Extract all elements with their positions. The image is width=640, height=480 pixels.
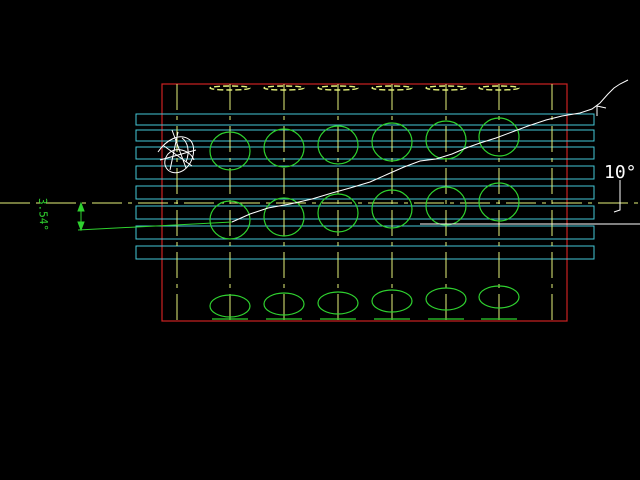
arrow-head-down	[77, 221, 85, 232]
circle-middle-3	[317, 193, 359, 233]
bar-7	[135, 225, 595, 240]
bracket-top	[596, 105, 607, 116]
top-ellipse-5	[425, 85, 467, 91]
circle-upper-5	[425, 120, 467, 160]
scribble-path-3	[181, 137, 189, 163]
ellipse-bottom-3	[317, 291, 359, 315]
scribble-path-2	[159, 129, 197, 171]
circle-upper-1	[209, 131, 251, 171]
top-ellipse-6	[478, 85, 520, 91]
angle-dimension-right	[596, 105, 621, 213]
bar-2	[135, 129, 595, 142]
bar-5	[135, 185, 595, 200]
dimension-extension-line	[77, 221, 233, 231]
circle-middle-1	[209, 200, 251, 240]
bar-4	[135, 165, 595, 180]
circle-upper-3	[317, 125, 359, 165]
circle-middle-6	[478, 182, 520, 222]
circle-upper-4	[371, 122, 413, 162]
top-ellipse-3	[317, 85, 359, 91]
circles-row-upper	[209, 117, 520, 171]
ellipse-bottom-2	[263, 292, 305, 316]
circle-middle-2	[263, 197, 305, 237]
ellipse-bottom-1	[209, 294, 251, 318]
bracket-bottom	[613, 180, 621, 213]
ellipses-row-bottom	[209, 285, 520, 318]
ellipse-bottom-4	[371, 289, 413, 313]
arrow-head-up	[77, 201, 85, 212]
bar-1	[135, 113, 595, 126]
sketch-scribble	[157, 129, 197, 174]
top-ellipse-4	[371, 85, 413, 91]
circle-upper-2	[263, 128, 305, 168]
cyan-bars	[135, 113, 595, 260]
ellipse-bottom-5	[425, 287, 467, 311]
scribble-path-1	[157, 136, 195, 174]
ellipse-bottom-6	[478, 285, 520, 309]
angle-dimension-left	[77, 201, 233, 232]
bar-8	[135, 245, 595, 260]
angle-label-left: 3.54°	[36, 198, 50, 232]
circle-middle-5	[425, 186, 467, 226]
angle-label-right: 10°	[604, 162, 637, 183]
top-ellipse-2	[263, 85, 305, 91]
circle-middle-4	[371, 189, 413, 229]
circles-row-middle	[209, 182, 520, 240]
bar-6	[135, 205, 595, 220]
top-ellipse-1	[209, 85, 251, 91]
bar-3	[135, 146, 595, 160]
inclined-sketch-line	[231, 79, 629, 223]
top-ellipses	[209, 85, 520, 91]
circle-upper-6	[478, 117, 520, 157]
